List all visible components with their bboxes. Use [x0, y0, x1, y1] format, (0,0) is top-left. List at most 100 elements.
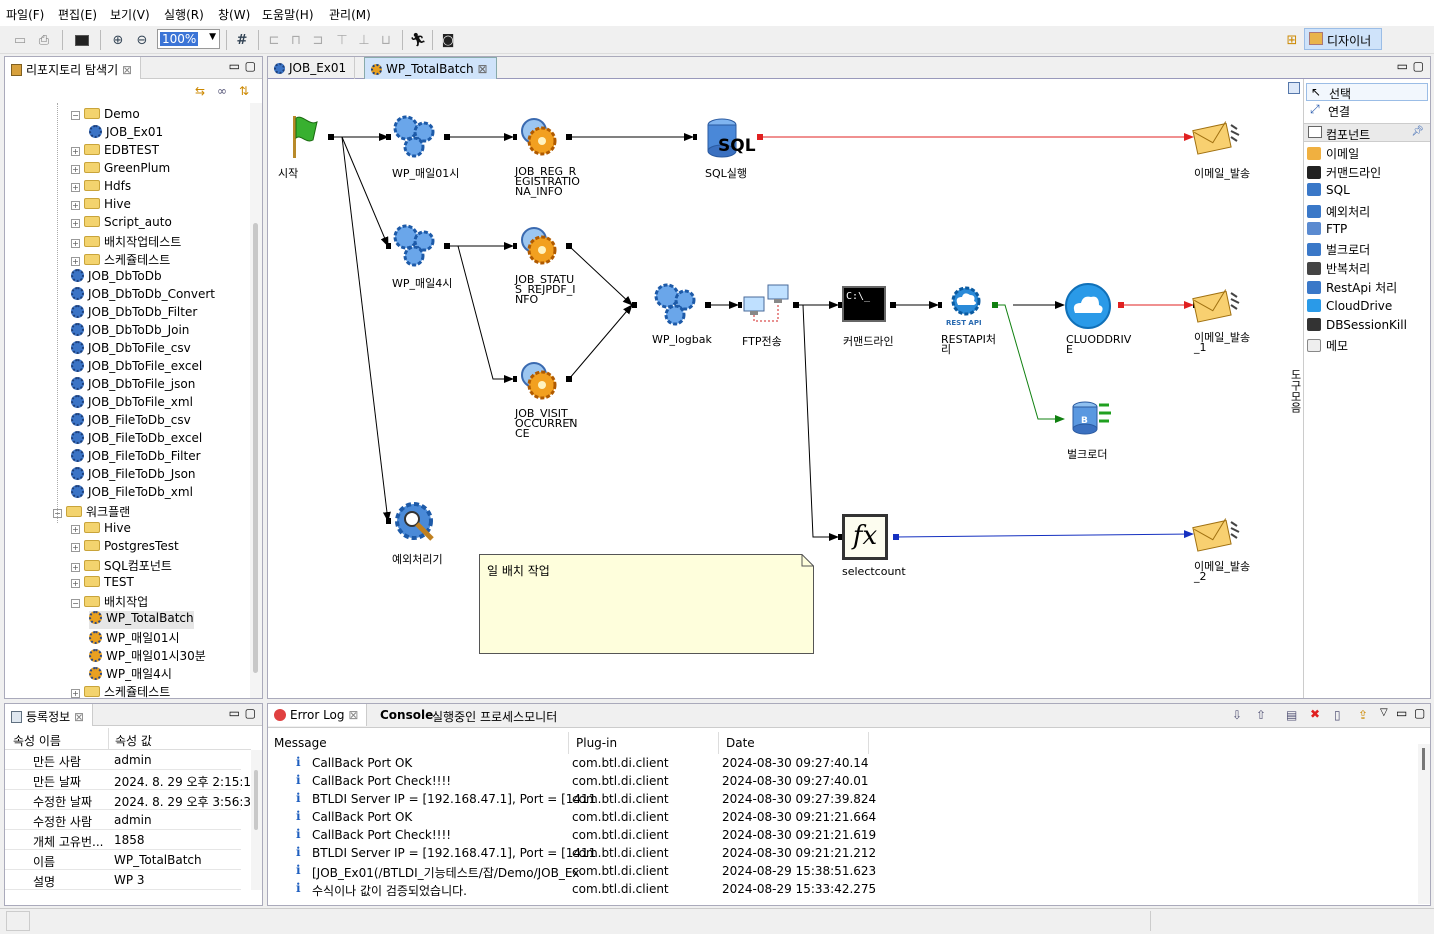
- palette-select[interactable]: ↖선택: [1306, 83, 1428, 101]
- expand-icon[interactable]: +: [71, 201, 80, 210]
- align-center-icon[interactable]: ⊓: [290, 32, 302, 48]
- scrollbar-thumb[interactable]: [253, 223, 258, 673]
- log-scrollbar[interactable]: [1418, 744, 1430, 904]
- palette-item[interactable]: RestApi 처리: [1307, 279, 1397, 297]
- align-middle-icon[interactable]: ⊥: [358, 32, 370, 48]
- minimize-icon[interactable]: ▭: [1396, 59, 1408, 73]
- tab-error-log[interactable]: Error Log ⊠: [268, 704, 368, 726]
- expand-icon[interactable]: +: [71, 147, 80, 156]
- palette-item[interactable]: 메모: [1307, 337, 1348, 355]
- align-top-icon[interactable]: ⊤: [336, 32, 348, 48]
- tree-item[interactable]: JOB_DbToDb_Join: [71, 323, 189, 341]
- export-log-icon[interactable]: ⇩: [1232, 708, 1243, 722]
- tree-item[interactable]: +EDBTEST: [71, 143, 159, 161]
- status-trim[interactable]: [6, 911, 30, 931]
- grid-icon[interactable]: #: [236, 32, 248, 48]
- col-date[interactable]: Date: [726, 736, 755, 750]
- node-wp01[interactable]: [390, 112, 440, 158]
- tree-item[interactable]: JOB_DbToDb_Filter: [71, 305, 197, 323]
- menu-run[interactable]: 실행(R): [164, 8, 204, 22]
- open-log-icon[interactable]: ▯: [1334, 708, 1341, 722]
- collapse-icon[interactable]: −: [71, 599, 80, 608]
- menu-edit[interactable]: 편집(E): [58, 8, 98, 22]
- expand-icon[interactable]: +: [71, 543, 80, 552]
- expand-icon[interactable]: +: [71, 689, 80, 698]
- menu-help[interactable]: 도움말(H): [262, 8, 314, 22]
- node-job-reg[interactable]: [516, 115, 562, 159]
- align-bottom-icon[interactable]: ⊔: [380, 32, 392, 48]
- palette-item[interactable]: SQL: [1307, 183, 1350, 201]
- designer-perspective[interactable]: 디자이너: [1304, 28, 1382, 50]
- tab-job-ex01[interactable]: JOB_Ex01: [268, 57, 356, 79]
- close-icon[interactable]: ⊠: [348, 708, 359, 722]
- node-selectcount[interactable]: fx: [842, 514, 890, 560]
- node-ftp[interactable]: [742, 283, 792, 327]
- expand-icon[interactable]: +: [71, 579, 80, 588]
- node-logbak[interactable]: [651, 280, 701, 326]
- close-icon[interactable]: ⊠: [477, 62, 488, 76]
- tree-item[interactable]: JOB_FileToDb_excel: [71, 431, 202, 449]
- delete-log-icon[interactable]: ✖: [1310, 707, 1321, 721]
- tree-item[interactable]: JOB_DbToFile_json: [71, 377, 195, 395]
- console-icon[interactable]: [72, 30, 92, 50]
- tree-item[interactable]: +GreenPlum: [71, 161, 170, 179]
- node-exception[interactable]: [392, 499, 440, 545]
- maximize-icon[interactable]: ▢: [1412, 59, 1424, 73]
- camera-icon[interactable]: ◙: [441, 32, 455, 48]
- tree-scrollbar[interactable]: [250, 103, 262, 698]
- maximize-icon[interactable]: ▢: [244, 59, 256, 73]
- tree-item[interactable]: +Hdfs: [71, 179, 131, 197]
- run-icon[interactable]: 🏃︎: [409, 32, 427, 48]
- tree-item[interactable]: JOB_DbToDb_Convert: [71, 287, 215, 305]
- tab-repository[interactable]: 리포지토리 탐색기 ⊠: [5, 57, 142, 79]
- palette-toggle-bar[interactable]: 도구모음: [1285, 79, 1304, 698]
- palette-item[interactable]: FTP: [1307, 221, 1347, 240]
- tree-item[interactable]: −워크플랜: [53, 503, 130, 521]
- property-row[interactable]: 개체 고유번...1858: [5, 830, 241, 850]
- tree-item[interactable]: WP_매일01시30분: [89, 647, 206, 665]
- palette-item[interactable]: 벌크로더: [1307, 241, 1370, 259]
- tree-item[interactable]: +Script_auto: [71, 215, 172, 233]
- tree-item[interactable]: +배치작업테스트: [71, 233, 181, 251]
- tree-item[interactable]: +Hive: [71, 521, 131, 539]
- open-perspective-icon[interactable]: ⊞: [1286, 32, 1298, 48]
- node-email-3[interactable]: [1192, 516, 1243, 552]
- palette-item[interactable]: 예외처리: [1307, 203, 1370, 221]
- expand-icon[interactable]: +: [71, 183, 80, 192]
- palette-item[interactable]: DBSessionKill: [1307, 317, 1407, 336]
- node-command[interactable]: C:\_: [842, 286, 888, 324]
- collapse-icon[interactable]: −: [71, 111, 80, 120]
- palette-pin-icon[interactable]: [1288, 82, 1300, 94]
- tree-item[interactable]: −배치작업: [71, 593, 148, 611]
- maximize-icon[interactable]: ▢: [244, 706, 256, 720]
- minimize-icon[interactable]: ▭: [1396, 706, 1408, 720]
- zoom-in-icon[interactable]: ⊕: [112, 32, 124, 48]
- tab-properties[interactable]: 등록정보 ⊠: [5, 704, 94, 726]
- node-cloud[interactable]: [1065, 283, 1113, 329]
- tree-item[interactable]: JOB_FileToDb_csv: [71, 413, 191, 431]
- close-icon[interactable]: ⊠: [74, 710, 85, 724]
- tree-item[interactable]: WP_매일4시: [89, 665, 172, 683]
- menu-manage[interactable]: 관리(M): [329, 8, 371, 22]
- tree-item[interactable]: JOB_DbToFile_excel: [71, 359, 202, 377]
- tree-item[interactable]: +TEST: [71, 575, 134, 593]
- close-icon[interactable]: ⊠: [121, 63, 133, 77]
- expand-icon[interactable]: +: [71, 219, 80, 228]
- node-bulk-loader[interactable]: B: [1069, 399, 1115, 439]
- menu-window[interactable]: 창(W): [218, 8, 251, 22]
- palette-item[interactable]: 반복처리: [1307, 260, 1370, 278]
- zoom-select[interactable]: 100% ▼: [157, 29, 220, 49]
- expand-icon[interactable]: +: [71, 525, 80, 534]
- minimize-icon[interactable]: ▭: [228, 706, 240, 720]
